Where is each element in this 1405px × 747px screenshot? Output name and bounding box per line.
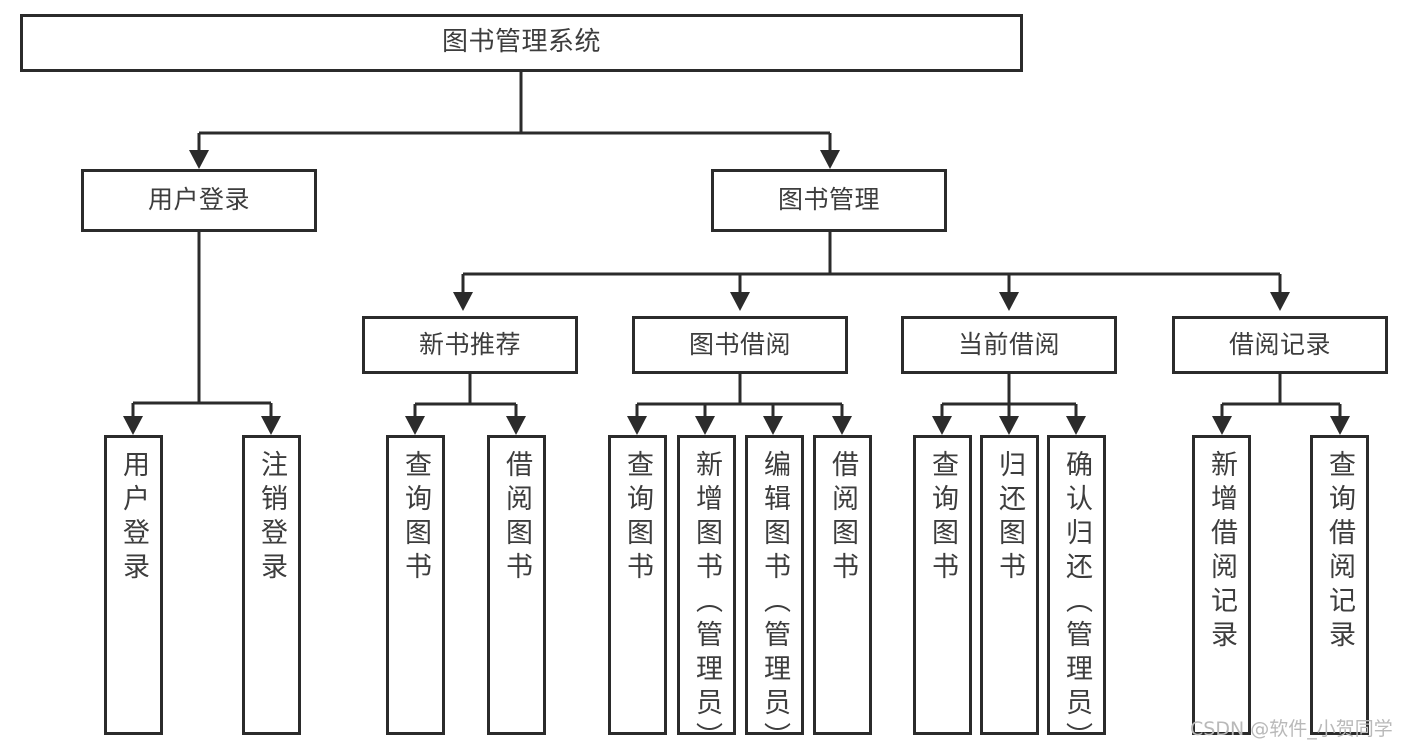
leaf-query-book-3-label: 查询图书 [927, 450, 958, 586]
leaf-borrow-book-2-label: 借阅图书 [827, 450, 858, 586]
leaf-add-record-label: 新增借阅记录 [1206, 450, 1237, 654]
leaf-edit-book-label: 编辑图书（管理员） [759, 450, 790, 747]
leaf-query-book-2-label: 查询图书 [622, 450, 653, 586]
leaf-query-record[interactable]: 查询借阅记录 [1310, 435, 1369, 735]
node-book-manage[interactable]: 图书管理 [711, 169, 947, 232]
csdn-watermark: CSDN @软件_小贺同学 [1190, 718, 1393, 740]
node-user-login-label: 用户登录 [147, 185, 250, 215]
node-current-borrow[interactable]: 当前借阅 [901, 316, 1117, 374]
leaf-borrow-book-2[interactable]: 借阅图书 [813, 435, 872, 735]
leaf-confirm-return[interactable]: 确认归还（管理员） [1047, 435, 1106, 747]
leaf-return-book[interactable]: 归还图书 [980, 435, 1039, 735]
leaf-borrow-book-1-label: 借阅图书 [501, 450, 532, 586]
leaf-query-book-2[interactable]: 查询图书 [608, 435, 667, 735]
leaf-logout[interactable]: 注销登录 [242, 435, 301, 735]
node-borrow-record[interactable]: 借阅记录 [1172, 316, 1388, 374]
leaf-user-login[interactable]: 用户登录 [104, 435, 163, 735]
node-current-borrow-label: 当前借阅 [957, 329, 1060, 359]
leaf-add-record[interactable]: 新增借阅记录 [1192, 435, 1251, 735]
leaf-query-record-label: 查询借阅记录 [1324, 450, 1355, 654]
node-book-borrow-label: 图书借阅 [688, 329, 791, 359]
leaf-confirm-return-label: 确认归还（管理员） [1061, 450, 1092, 747]
node-book-manage-label: 图书管理 [777, 185, 880, 215]
node-borrow-record-label: 借阅记录 [1228, 329, 1331, 359]
leaf-query-book-1-label: 查询图书 [400, 450, 431, 586]
node-user-login[interactable]: 用户登录 [81, 169, 317, 232]
leaf-edit-book[interactable]: 编辑图书（管理员） [745, 435, 804, 747]
node-new-book-rec-label: 新书推荐 [418, 329, 521, 359]
leaf-query-book-1[interactable]: 查询图书 [386, 435, 445, 735]
leaf-add-book[interactable]: 新增图书（管理员） [677, 435, 736, 747]
leaf-user-login-label: 用户登录 [118, 450, 149, 586]
leaf-add-book-label: 新增图书（管理员） [691, 450, 722, 747]
leaf-return-book-label: 归还图书 [994, 450, 1025, 586]
node-root-label: 图书管理系统 [441, 27, 601, 58]
node-root[interactable]: 图书管理系统 [20, 14, 1023, 72]
leaf-logout-label: 注销登录 [256, 450, 287, 586]
node-book-borrow[interactable]: 图书借阅 [632, 316, 848, 374]
leaf-query-book-3[interactable]: 查询图书 [913, 435, 972, 735]
node-new-book-rec[interactable]: 新书推荐 [362, 316, 578, 374]
leaf-borrow-book-1[interactable]: 借阅图书 [487, 435, 546, 735]
